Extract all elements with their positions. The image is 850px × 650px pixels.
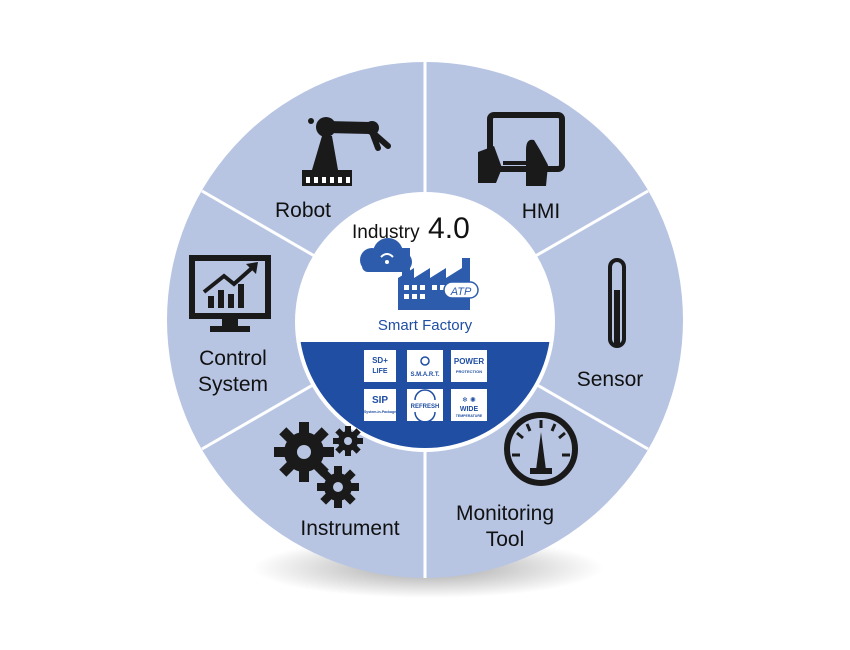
robot-arm-icon xyxy=(302,117,391,186)
label-tool: Tool xyxy=(486,528,525,551)
monitor-chart-icon xyxy=(189,255,271,332)
badge-sip: SIP System-in-Package xyxy=(364,389,396,421)
svg-text:S.M.A.R.T.: S.M.A.R.T. xyxy=(410,372,439,378)
label-monitoring: Monitoring xyxy=(456,502,554,525)
title-word: Industry xyxy=(352,222,420,243)
factory-icon xyxy=(398,248,479,310)
touchscreen-icon xyxy=(478,112,565,186)
svg-text:System-in-Package: System-in-Package xyxy=(364,410,396,414)
badge-power: POWER PROTECTION xyxy=(451,350,487,382)
svg-text:WIDE: WIDE xyxy=(460,406,479,413)
svg-text:REFRESH: REFRESH xyxy=(411,404,440,410)
factory-tag: ATP xyxy=(450,286,472,298)
center-subtitle: Smart Factory xyxy=(378,317,473,334)
segment-dividers xyxy=(201,62,649,578)
label-system: System xyxy=(198,373,268,396)
label-hmi: HMI xyxy=(522,200,561,223)
center-title: Industry 4.0 xyxy=(352,212,470,245)
badge-wide: ❄ ✺ WIDE TEMPERATURE xyxy=(451,389,487,421)
badge-smart: S.M.A.R.T. xyxy=(407,350,443,382)
gauge-icon xyxy=(504,412,578,486)
svg-text:❄ ✺: ❄ ✺ xyxy=(462,396,476,404)
label-robot: Robot xyxy=(275,199,331,222)
badge-sd-life: SD+ LIFE xyxy=(364,350,396,382)
svg-text:SD+: SD+ xyxy=(372,356,388,365)
label-sensor: Sensor xyxy=(577,368,644,391)
badge-refresh: REFRESH xyxy=(407,389,443,423)
svg-text:POWER: POWER xyxy=(454,357,484,366)
title-version: 4.0 xyxy=(428,212,470,245)
segment-labels: Robot HMI Sensor Monitoring Tool Instrum… xyxy=(198,199,643,551)
svg-text:LIFE: LIFE xyxy=(372,368,387,375)
svg-text:SIP: SIP xyxy=(372,395,388,406)
svg-text:PROTECTION: PROTECTION xyxy=(456,369,482,374)
label-control: Control xyxy=(199,347,267,370)
thermometer-icon xyxy=(608,258,626,348)
badge-grid: SD+ LIFE S.M.A.R.T. POWER PROTECTION SIP… xyxy=(364,350,487,423)
label-instrument: Instrument xyxy=(300,517,399,540)
svg-text:TEMPERATURE: TEMPERATURE xyxy=(456,414,483,418)
